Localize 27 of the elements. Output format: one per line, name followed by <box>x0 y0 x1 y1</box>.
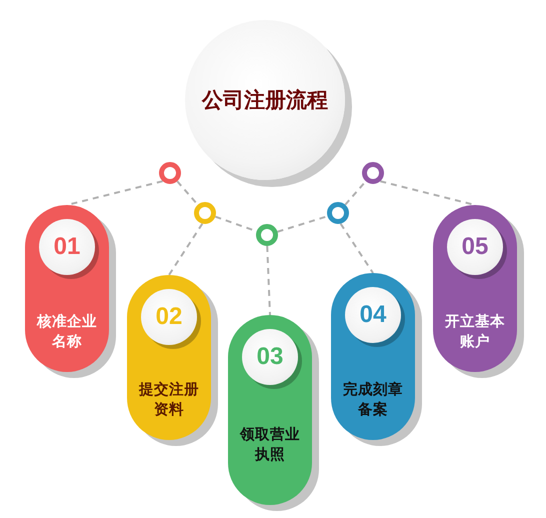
step-card <box>127 275 211 440</box>
dashed-connector <box>176 180 198 206</box>
step-number: 05 <box>447 219 503 275</box>
ring-marker <box>194 202 216 224</box>
step-card <box>331 273 415 440</box>
dashed-connector <box>340 223 374 274</box>
step-number: 04 <box>345 287 401 343</box>
step-card <box>433 205 517 372</box>
step-card <box>228 315 312 505</box>
dashed-connector <box>168 223 204 276</box>
ring-marker <box>362 162 384 184</box>
dashed-connector <box>266 246 271 316</box>
ring-marker <box>327 202 349 224</box>
step-number: 03 <box>242 329 298 385</box>
step-number: 01 <box>39 219 95 275</box>
dashed-connector <box>277 215 328 233</box>
step-number: 02 <box>141 289 197 345</box>
step-label: 完成刻章备案 <box>342 380 404 420</box>
dashed-connector <box>344 180 366 206</box>
ring-marker <box>256 224 278 246</box>
ring-marker <box>159 162 181 184</box>
step-label: 核准企业名称 <box>36 312 98 352</box>
step-label: 领取营业执照 <box>239 426 301 465</box>
step-label: 开立基本账户 <box>444 312 506 352</box>
step-card <box>25 205 109 372</box>
circle-label: 公司注册流程 <box>202 87 328 114</box>
step-label: 提交注册资料 <box>138 380 200 420</box>
